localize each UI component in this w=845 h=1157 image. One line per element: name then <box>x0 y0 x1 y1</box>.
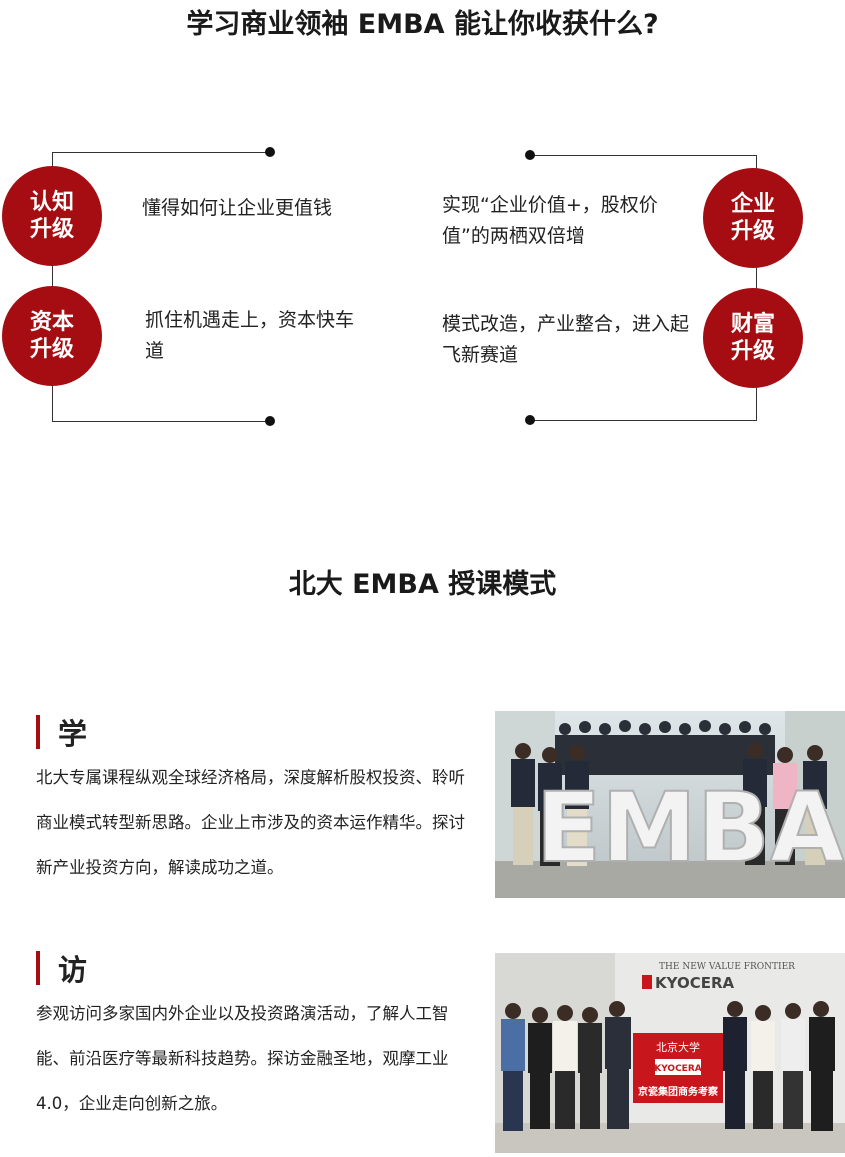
page-title: 学习商业领袖 EMBA 能让你收获什么? <box>186 9 659 40</box>
section-visit-header: 访 <box>36 947 87 989</box>
photo-emba-group: EMBA <box>495 711 845 898</box>
section-visit-text: 参观访问多家国内外企业以及投资路演活动，了解人工智能、前沿医疗等最新科技趋势。探… <box>36 1004 449 1113</box>
section-accent-bar <box>36 951 40 985</box>
photo-wall-logo: KYOCERA <box>655 974 735 992</box>
photo-kyocera-visit: THE NEW VALUE FRONTIER KYOCERA 北京大学 KYOC… <box>495 953 845 1153</box>
visit-flag-logo: KYOCERA <box>654 1064 702 1074</box>
left-bottom-line <box>52 421 270 422</box>
section-study-header: 学 <box>36 711 87 753</box>
section-visit-title: 访 <box>58 953 88 987</box>
left-top-line <box>52 152 270 153</box>
section-accent-bar <box>36 715 40 749</box>
photo-emba-sign: EMBA <box>536 772 845 884</box>
right-bottom-line <box>530 420 756 421</box>
right-bottom-dot <box>525 415 535 425</box>
left-bottom-dot <box>265 416 275 426</box>
benefit-text-enterprise: 实现“企业价值+，股权价值”的两栖双倍增 <box>442 194 658 247</box>
visit-flag-top: 北京大学 <box>656 1040 700 1054</box>
photo-emba-group-image: EMBA <box>495 711 845 898</box>
visit-flag-bottom: 京瓷集团商务考察 <box>638 1085 719 1098</box>
benefit-text-cognition: 懂得如何让企业更值钱 <box>142 197 333 219</box>
photo-wall-header: THE NEW VALUE FRONTIER <box>659 962 795 972</box>
section-study-text: 北大专属课程纵观全球经济格局，深度解析股权投资、聆听商业模式转型新思路。企业上市… <box>36 768 465 877</box>
mode-title: 北大 EMBA 授课模式 <box>288 569 557 600</box>
badge-capital: 资本 升级 <box>2 286 102 386</box>
right-top-dot <box>525 150 535 160</box>
photo-kyocera-visit-image: THE NEW VALUE FRONTIER KYOCERA 北京大学 KYOC… <box>495 953 845 1153</box>
visit-flag-logo-box <box>655 1059 701 1075</box>
section-study-title: 学 <box>58 717 88 751</box>
kyocera-logo-mark <box>642 975 652 989</box>
left-top-dot <box>265 147 275 157</box>
benefit-text-capital: 抓住机遇走上，资本快车道 <box>145 309 355 362</box>
badge-wealth: 财富 升级 <box>703 288 803 388</box>
badge-enterprise: 企业 升级 <box>703 168 803 268</box>
right-top-line <box>530 155 756 156</box>
benefit-text-wealth: 模式改造，产业整合，进入起飞新赛道 <box>442 313 690 366</box>
badge-cognition: 认知 升级 <box>2 166 102 266</box>
